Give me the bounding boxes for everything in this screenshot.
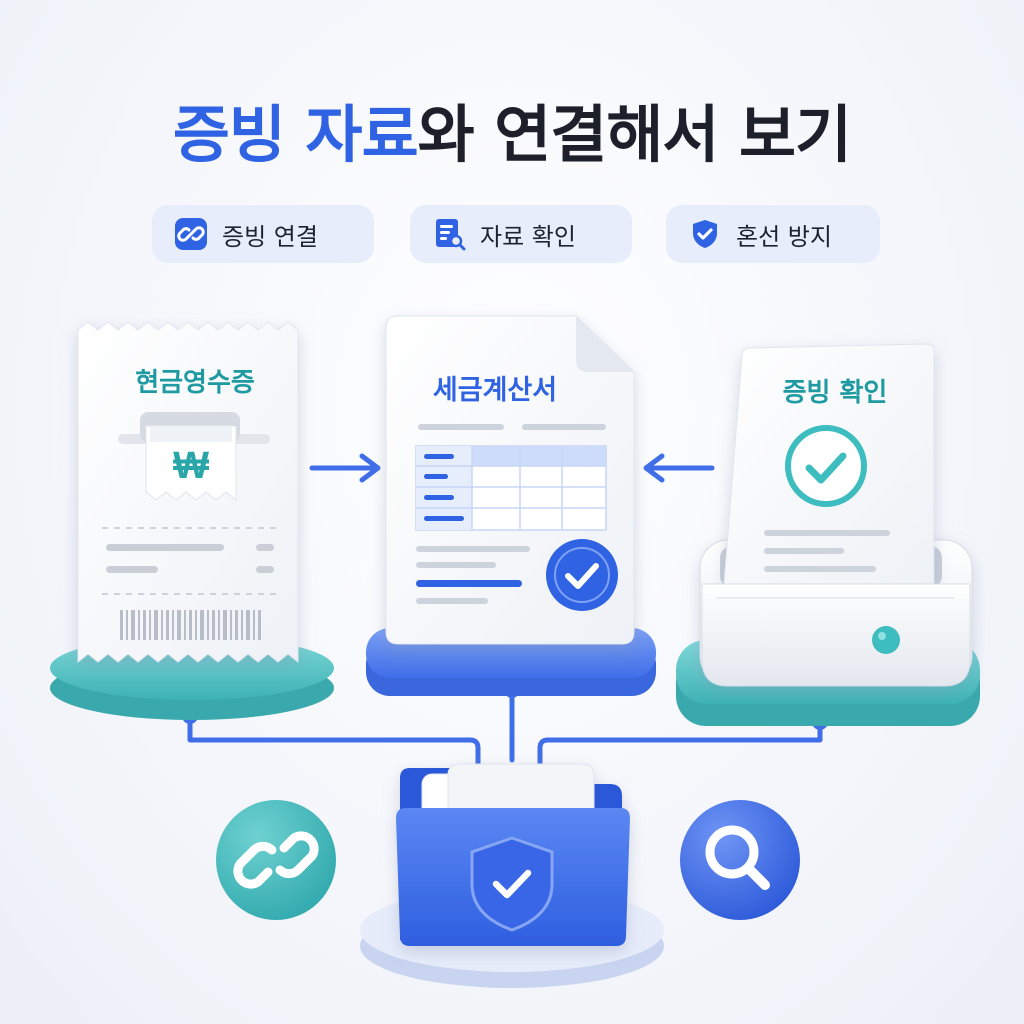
chip-link-evidence[interactable]: 증빙 연결: [152, 205, 374, 263]
link-icon: [216, 800, 336, 920]
chip-label: 혼선 방지: [736, 222, 832, 251]
link-icon: [174, 217, 208, 251]
verify-title: 증빙 확인: [782, 378, 888, 408]
receipt-slip: [118, 412, 270, 502]
printer-front: [701, 583, 971, 687]
tax-invoice-title: 세금계산서: [432, 375, 558, 406]
won-symbol: ₩: [173, 445, 209, 487]
chip-label: 증빙 연결: [222, 222, 318, 251]
arrow-left-icon: [643, 453, 715, 483]
shield-check-icon: [470, 836, 554, 932]
chip-check-data[interactable]: 자료 확인: [410, 205, 632, 263]
arrow-right-icon: [309, 453, 381, 483]
receipt-title: 현금영수증: [135, 368, 255, 398]
page-title: 증빙 자료와 연결해서 보기: [0, 84, 1024, 174]
verify-text-lines: [764, 530, 890, 572]
chip-prevent-confusion[interactable]: 혼선 방지: [666, 205, 880, 263]
invoice-table: [415, 445, 607, 531]
receipt-lines: [106, 544, 274, 573]
document-search-icon: [432, 217, 466, 251]
invoice-text-lines: [416, 546, 530, 604]
barcode: [120, 610, 261, 640]
connector-lines: [187, 687, 823, 783]
chip-label: 자료 확인: [480, 222, 576, 251]
verify-check-icon: [785, 425, 867, 507]
search-icon: [680, 800, 800, 920]
title-rest: 와 연결해서 보기: [417, 98, 852, 171]
title-highlight: 증빙 자료: [172, 98, 419, 171]
check-badge-icon: [546, 539, 618, 611]
shield-check-icon: [688, 217, 722, 251]
invoice-header-lines: [418, 424, 606, 430]
